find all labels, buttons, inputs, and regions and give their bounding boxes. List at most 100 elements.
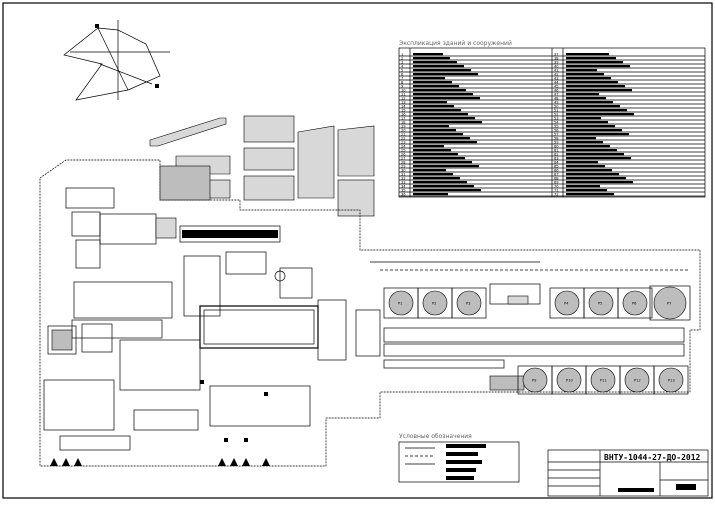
- table-row-description: [413, 81, 452, 84]
- table-row-number: 15: [401, 108, 406, 112]
- table-row-description: [566, 177, 626, 180]
- table-row-number: 16: [401, 112, 406, 116]
- table-row-number: 8: [401, 80, 404, 84]
- table-row-number: 60: [554, 144, 559, 148]
- tank-label: Р12: [634, 379, 641, 383]
- table-row-description: [413, 77, 445, 80]
- table-row-description: [566, 129, 622, 132]
- table-row-number: 9: [401, 84, 404, 88]
- table-row-number: 43: [554, 76, 559, 80]
- table-row-description: [566, 141, 603, 144]
- table-row-description: [413, 109, 461, 112]
- table-row-description: [566, 165, 605, 168]
- table-row-description: [413, 121, 482, 124]
- table-row-number: 7: [401, 76, 403, 80]
- table-row-description: [413, 145, 444, 148]
- table-row-number: 32: [401, 176, 406, 180]
- table-row-number: 33: [401, 180, 406, 184]
- table-row-number: 24: [401, 144, 406, 148]
- table-row-description: [413, 177, 460, 180]
- table-row-description: [566, 65, 630, 68]
- table-row-number: 28: [401, 160, 406, 164]
- table-row-number: 48: [554, 96, 559, 100]
- sheet-frame: [2, 2, 713, 499]
- table-row-description: [413, 129, 456, 132]
- title-block: ВНТУ-1044-27-ДО-2012: [547, 449, 709, 497]
- table-row-number: 51: [554, 108, 559, 112]
- table-row-number: 4: [401, 64, 404, 68]
- table-row-number: 29: [401, 164, 406, 168]
- table-row-description: [566, 53, 609, 56]
- table-row-description: [413, 57, 450, 60]
- table-row-description: [413, 61, 457, 64]
- table-row-number: 35: [401, 188, 406, 192]
- tank-label: Р13: [668, 379, 675, 383]
- table-row-number: 62: [554, 152, 559, 156]
- table-row-number: 65: [554, 164, 559, 168]
- table-row-number: 14: [401, 104, 406, 108]
- table-row-number: 66: [554, 168, 559, 172]
- table-row-description: [413, 93, 473, 96]
- table-row-number: 71: [554, 188, 559, 192]
- table-row-description: [413, 89, 466, 92]
- table-row-number: 61: [554, 148, 559, 152]
- table-row-number: 36: [401, 192, 406, 196]
- table-row-number: 13: [401, 100, 406, 104]
- table-row-description: [566, 181, 633, 184]
- legend-block: Условные обозначения: [398, 433, 520, 483]
- table-row-description: [413, 105, 454, 108]
- table-row-description: [413, 181, 467, 184]
- table-row-number: 25: [401, 148, 406, 152]
- table-row-number: 69: [554, 180, 559, 184]
- table-row-number: 37: [554, 52, 559, 56]
- table-row-number: 72: [554, 192, 559, 196]
- tanks-bottom-row: [517, 365, 689, 395]
- table-row-number: 6: [401, 72, 404, 76]
- table-row-description: [566, 153, 624, 156]
- table-row-number: 21: [401, 132, 406, 136]
- section-markers: [50, 458, 270, 466]
- table-row-description: [566, 93, 599, 96]
- table-row-description: [413, 185, 474, 188]
- table-row-description: [413, 157, 465, 160]
- tank-label: Р11: [600, 379, 607, 383]
- table-row-number: 22: [401, 136, 406, 140]
- table-row-number: 10: [401, 88, 406, 92]
- table-row-number: 19: [401, 124, 406, 128]
- table-row-number: 54: [554, 120, 559, 124]
- drawing-code: ВНТУ-1044-27-ДО-2012: [604, 453, 701, 462]
- tank-label: Р1: [398, 302, 402, 306]
- table-row-number: 34: [401, 184, 406, 188]
- table-row-number: 58: [554, 136, 559, 140]
- table-row-description: [566, 89, 632, 92]
- table-row-description: [566, 121, 608, 124]
- table-row-description: [566, 137, 596, 140]
- table-row-description: [413, 153, 458, 156]
- tanks-top-row: [383, 285, 691, 321]
- table-row-number: 5: [401, 68, 403, 72]
- table-row-description: [413, 149, 451, 152]
- table-row-description: [413, 73, 478, 76]
- table-row-description: [566, 157, 631, 160]
- right-facilities: [370, 261, 690, 391]
- table-row-number: 11: [401, 92, 406, 96]
- tank-label: Р4: [564, 302, 569, 306]
- table-row-description: [566, 97, 606, 100]
- table-row-description: [566, 69, 597, 72]
- table-row-description: [566, 173, 619, 176]
- table-row-description: [566, 81, 618, 84]
- table-row-number: 59: [554, 140, 559, 144]
- table-row-number: 1: [401, 52, 403, 56]
- table-row-description: [413, 133, 463, 136]
- tank-label: Р3: [466, 302, 470, 306]
- table-row-number: 52: [554, 112, 559, 116]
- table-row-number: 55: [554, 124, 559, 128]
- tank-label: Р9: [532, 379, 537, 383]
- table-row-number: 46: [554, 88, 559, 92]
- table-row-number: 50: [554, 104, 559, 108]
- table-row-number: 39: [554, 60, 559, 64]
- plant-structures: [43, 165, 381, 451]
- table-row-number: 57: [554, 132, 559, 136]
- table-row-description: [566, 117, 601, 120]
